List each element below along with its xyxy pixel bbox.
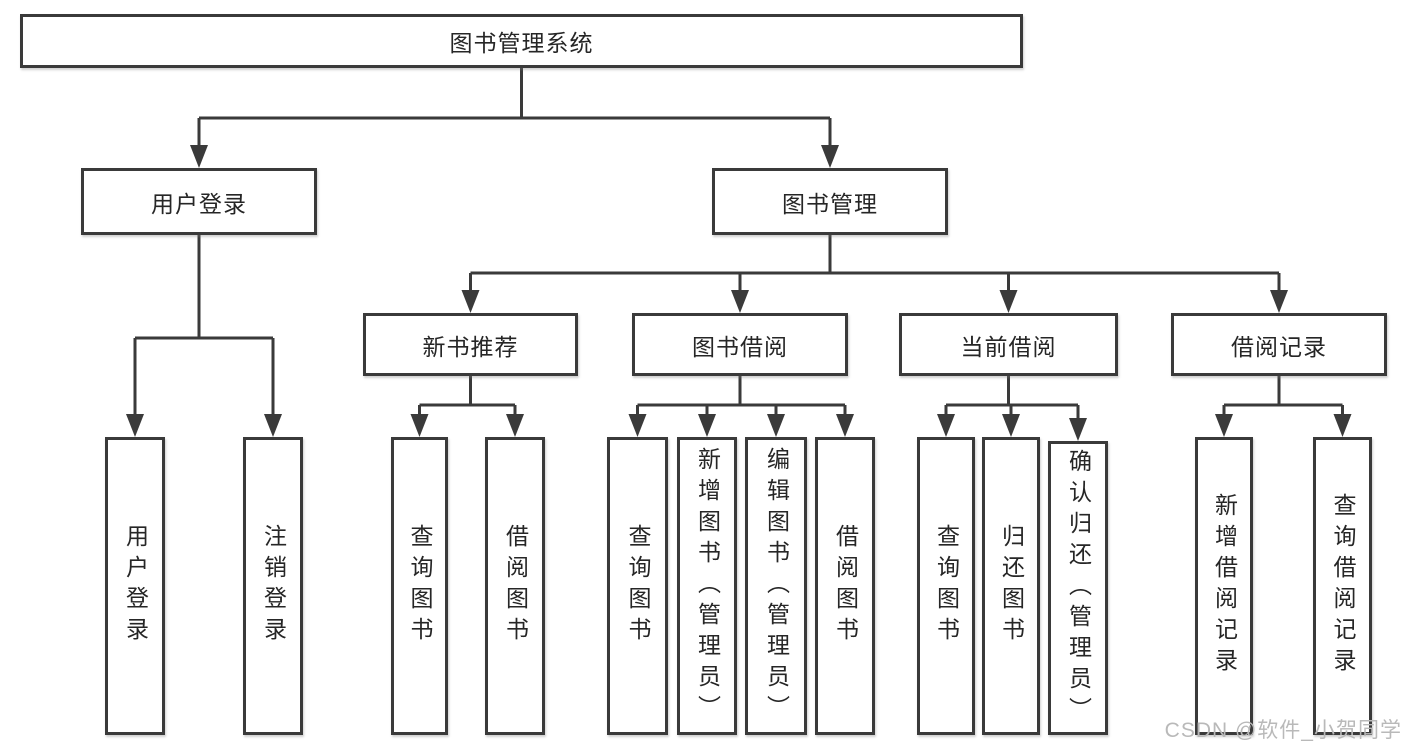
node-borrowing-records: 借阅记录 <box>1171 313 1387 376</box>
node-label: 图书借阅 <box>692 333 788 360</box>
arrow-down-icon <box>1069 418 1087 441</box>
node-label: 借阅图书 <box>502 524 529 648</box>
node-label: 用户登录 <box>151 190 247 217</box>
arrow-down-icon <box>698 414 716 437</box>
arrow-down-icon <box>410 414 429 437</box>
arrow-down-icon <box>937 414 955 437</box>
connector-current-borrow-group <box>944 376 1080 419</box>
arrow-down-icon <box>190 145 208 168</box>
arrow-down-icon <box>1270 290 1288 313</box>
arrow-down-icon <box>767 414 785 437</box>
node-borrow-books-1: 借阅图书 <box>485 437 545 735</box>
node-new-book-recommend: 新书推荐 <box>363 313 578 376</box>
node-confirm-return-admin: 确认归还（管理员） <box>1048 441 1108 735</box>
arrow-down-icon <box>1215 414 1233 437</box>
node-book-management-system: 图书管理系统 <box>20 14 1023 68</box>
node-label: 查询借阅记录 <box>1330 493 1356 679</box>
node-query-borrow-record: 查询借阅记录 <box>1313 437 1372 735</box>
node-edit-books-admin: 编辑图书（管理员） <box>745 437 807 735</box>
node-query-books-3: 查询图书 <box>917 437 975 735</box>
node-label: 新增图书（管理员） <box>694 446 721 726</box>
node-label: 用户登录 <box>122 524 149 648</box>
node-label: 查询图书 <box>407 524 433 648</box>
node-label: 借阅记录 <box>1231 333 1327 360</box>
node-label: 借阅图书 <box>832 524 859 648</box>
arrow-down-icon <box>506 414 524 437</box>
arrow-down-icon <box>1002 414 1020 437</box>
node-query-books-2: 查询图书 <box>607 437 668 735</box>
arrow-down-icon <box>731 290 749 313</box>
node-current-borrowing: 当前借阅 <box>899 313 1118 376</box>
arrow-down-icon <box>461 290 480 313</box>
connector-book-mgmt-to-level3 <box>469 235 1281 291</box>
arrow-down-icon <box>821 145 839 168</box>
node-label: 图书管理 <box>782 190 878 217</box>
arrow-down-icon <box>628 414 647 437</box>
node-user-login-group: 用户登录 <box>81 168 317 235</box>
arrow-down-icon <box>126 414 144 437</box>
connector-user-login-group <box>133 235 275 415</box>
node-label: 归还图书 <box>998 524 1025 648</box>
arrow-down-icon <box>1333 414 1352 437</box>
node-user-login: 用户登录 <box>105 437 165 735</box>
node-logout: 注销登录 <box>243 437 303 735</box>
node-book-management-group: 图书管理 <box>712 168 948 235</box>
arrow-down-icon <box>999 290 1018 313</box>
node-label: 查询图书 <box>933 524 960 648</box>
node-query-books-1: 查询图书 <box>391 437 448 735</box>
node-borrow-books-2: 借阅图书 <box>815 437 875 735</box>
node-label: 编辑图书（管理员） <box>763 446 790 726</box>
node-add-books-admin: 新增图书（管理员） <box>677 437 737 735</box>
arrow-down-icon <box>836 414 854 437</box>
connector-root-to-level2 <box>197 68 832 146</box>
arrow-down-icon <box>264 414 282 437</box>
node-label: 新增借阅记录 <box>1211 493 1238 679</box>
node-label: 注销登录 <box>260 524 287 648</box>
node-add-borrow-record: 新增借阅记录 <box>1195 437 1253 735</box>
node-book-borrowing: 图书借阅 <box>632 313 848 376</box>
node-label: 查询图书 <box>625 524 651 648</box>
node-label: 图书管理系统 <box>449 30 594 56</box>
connector-borrow-records-group <box>1222 376 1344 415</box>
node-label: 确认归还（管理员） <box>1065 448 1092 728</box>
node-label: 当前借阅 <box>960 333 1057 360</box>
connector-book-borrow-group <box>636 376 847 415</box>
connector-new-books-group <box>418 376 517 415</box>
csdn-watermark: CSDN @软件_小贺同学 <box>1164 719 1402 742</box>
node-return-books: 归还图书 <box>982 437 1040 735</box>
node-label: 新书推荐 <box>422 333 519 360</box>
